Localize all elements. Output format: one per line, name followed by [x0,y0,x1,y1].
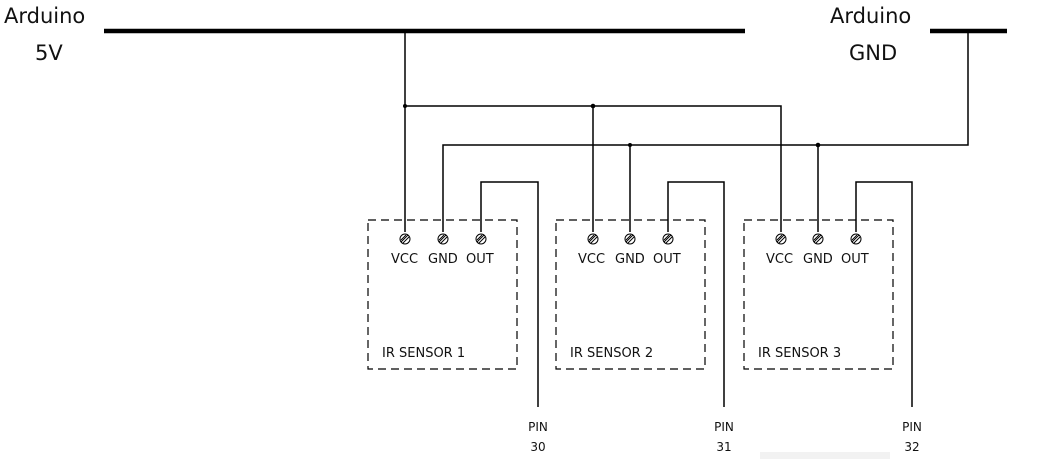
terminal-gnd-label: GND [803,252,833,267]
gnd-junction-2 [628,143,632,147]
screw-terminal-icon [437,233,449,245]
terminal-vcc-label: VCC [578,252,605,267]
sensor-2-boundary [555,219,706,370]
vcc-label-line2: 5V [35,41,63,65]
vcc-junction-2 [590,103,596,109]
terminal-out-label: OUT [653,252,681,267]
screw-terminal-icon [587,233,599,245]
bottom-edge-shade [760,452,890,459]
gnd-label-line2: GND [849,41,897,65]
terminal-vcc-label: VCC [391,252,418,267]
sensor-name: IR SENSOR 3 [758,346,841,361]
pin-label: PIN [902,420,922,434]
ir-sensor-1: VCC GND OUT IR SENSOR 1 [367,219,518,370]
pin-number: 32 [904,440,919,454]
screw-terminal-icon [624,233,636,245]
sensor-name: IR SENSOR 2 [570,346,653,361]
terminal-out-label: OUT [466,252,494,267]
gnd-bus [442,31,969,232]
ir-sensor-2: VCC GND OUT IR SENSOR 2 [555,219,706,370]
out-wire-sensor1 [480,181,539,407]
vcc-bus [405,105,782,232]
screw-terminal-icon [775,233,787,245]
out-wire-sensor2 [667,181,725,407]
gnd-junction-3 [815,142,821,148]
screw-terminal-icon [662,233,674,245]
terminal-gnd-label: GND [615,252,645,267]
vcc-junction-1 [403,104,407,108]
gnd-label-line1: Arduino [830,4,911,28]
sensor-name: IR SENSOR 1 [382,346,465,361]
terminal-out-label: OUT [841,252,869,267]
pin-label: PIN [714,420,734,434]
screw-terminal-icon [399,233,411,245]
screw-terminal-icon [812,233,824,245]
sensor-1-boundary [367,219,518,370]
vcc-label-line1: Arduino [4,4,85,28]
ir-sensor-3: VCC GND OUT IR SENSOR 3 [743,219,894,370]
out-wire-sensor3 [855,181,913,407]
pin-number: 30 [530,440,545,454]
terminal-gnd-label: GND [428,252,458,267]
screw-terminal-icon [475,233,487,245]
pin-number: 31 [716,440,731,454]
pin-label: PIN [528,420,548,434]
terminal-vcc-label: VCC [766,252,793,267]
sensor-3-boundary [743,219,894,370]
screw-terminal-icon [850,233,862,245]
